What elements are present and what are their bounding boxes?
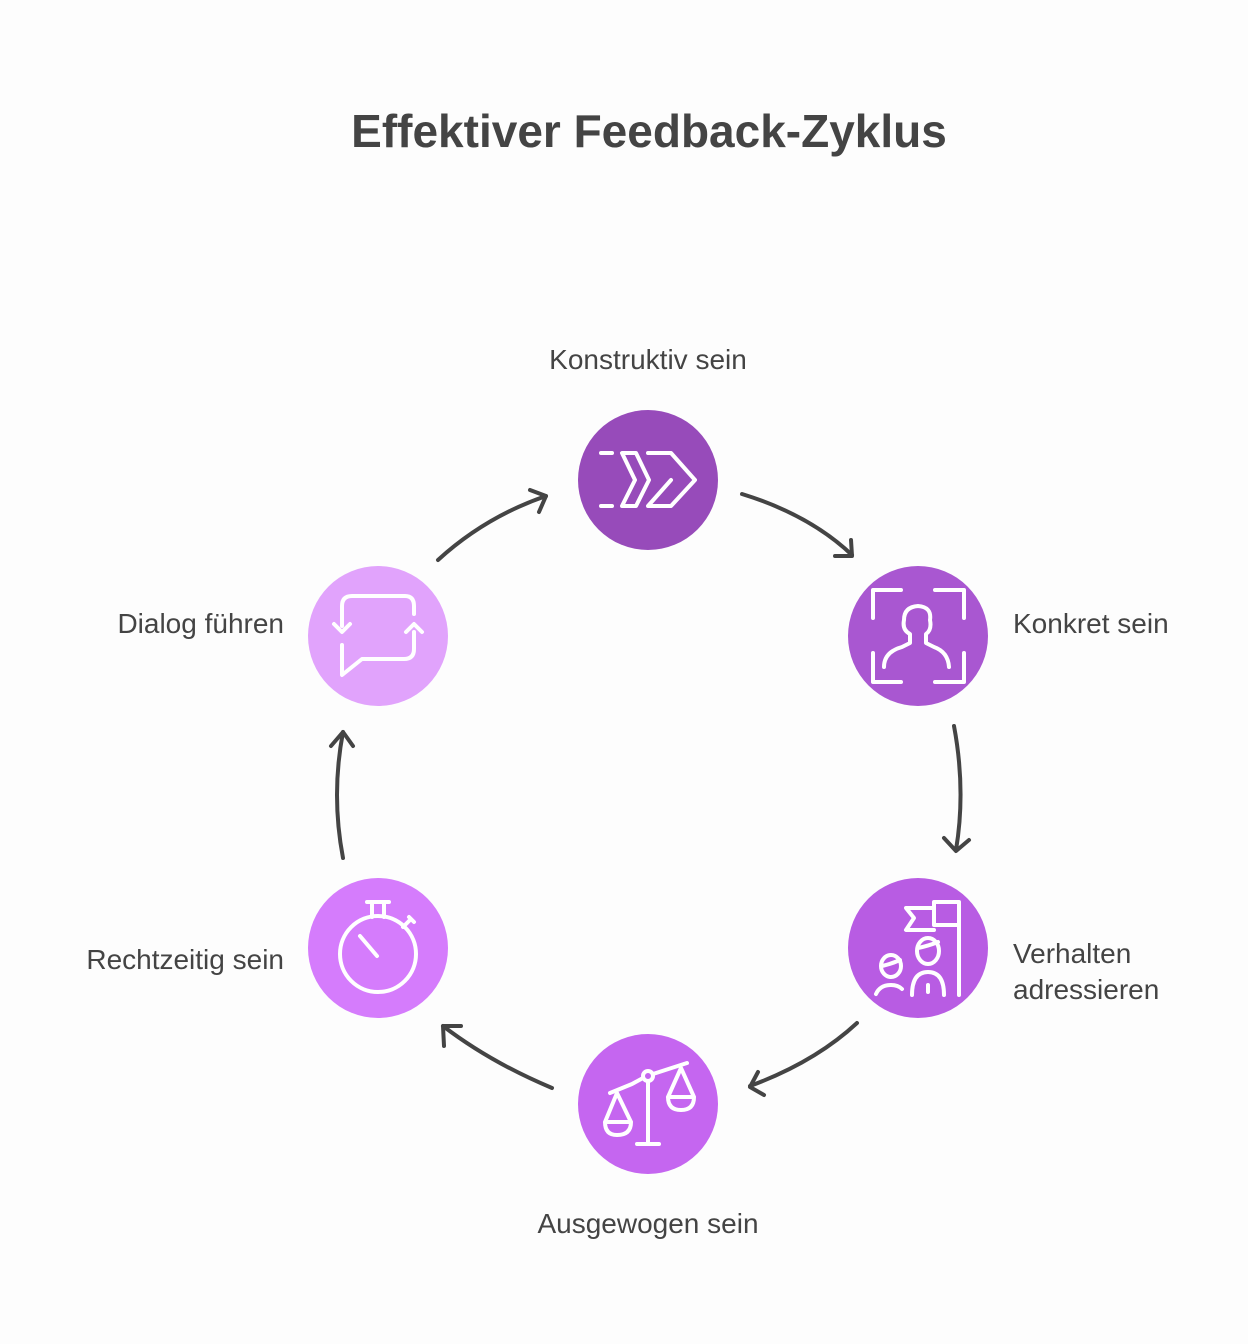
- double-chevron-right-icon: [599, 451, 697, 508]
- arrow-1-to-2: [740, 492, 854, 558]
- arrow-4-to-5: [441, 1024, 554, 1090]
- step-label-verhalten-line2: adressieren: [1013, 974, 1160, 1005]
- arrow-2-to-3: [942, 724, 971, 853]
- person-focus-icon: [871, 588, 966, 684]
- step-label-konstruktiv: Konstruktiv sein: [549, 344, 747, 375]
- step-label-konkret: Konkret sein: [1013, 608, 1169, 639]
- step-label-rechtzeitig: Rechtzeitig sein: [86, 944, 284, 975]
- step-ausgewogen: [578, 1034, 718, 1174]
- step-rechtzeitig: [308, 878, 448, 1018]
- chat-refresh-icon: [332, 594, 424, 677]
- step-dialog: [308, 566, 448, 706]
- balance-scale-icon: [603, 1061, 696, 1146]
- step-konkret: [848, 566, 988, 706]
- step-label-ausgewogen: Ausgewogen sein: [537, 1208, 759, 1239]
- arrow-5-to-6: [329, 730, 355, 860]
- arrow-3-to-4: [748, 1021, 859, 1097]
- people-flag-icon: [874, 900, 961, 997]
- stopwatch-icon: [338, 900, 418, 994]
- step-label-dialog: Dialog führen: [117, 608, 284, 639]
- step-label-verhalten-line1: Verhalten: [1013, 938, 1132, 969]
- diagram-title: Effektiver Feedback-Zyklus: [351, 105, 947, 157]
- arrow-6-to-1: [436, 488, 548, 562]
- step-verhalten: [848, 878, 988, 1018]
- step-konstruktiv: [578, 410, 718, 550]
